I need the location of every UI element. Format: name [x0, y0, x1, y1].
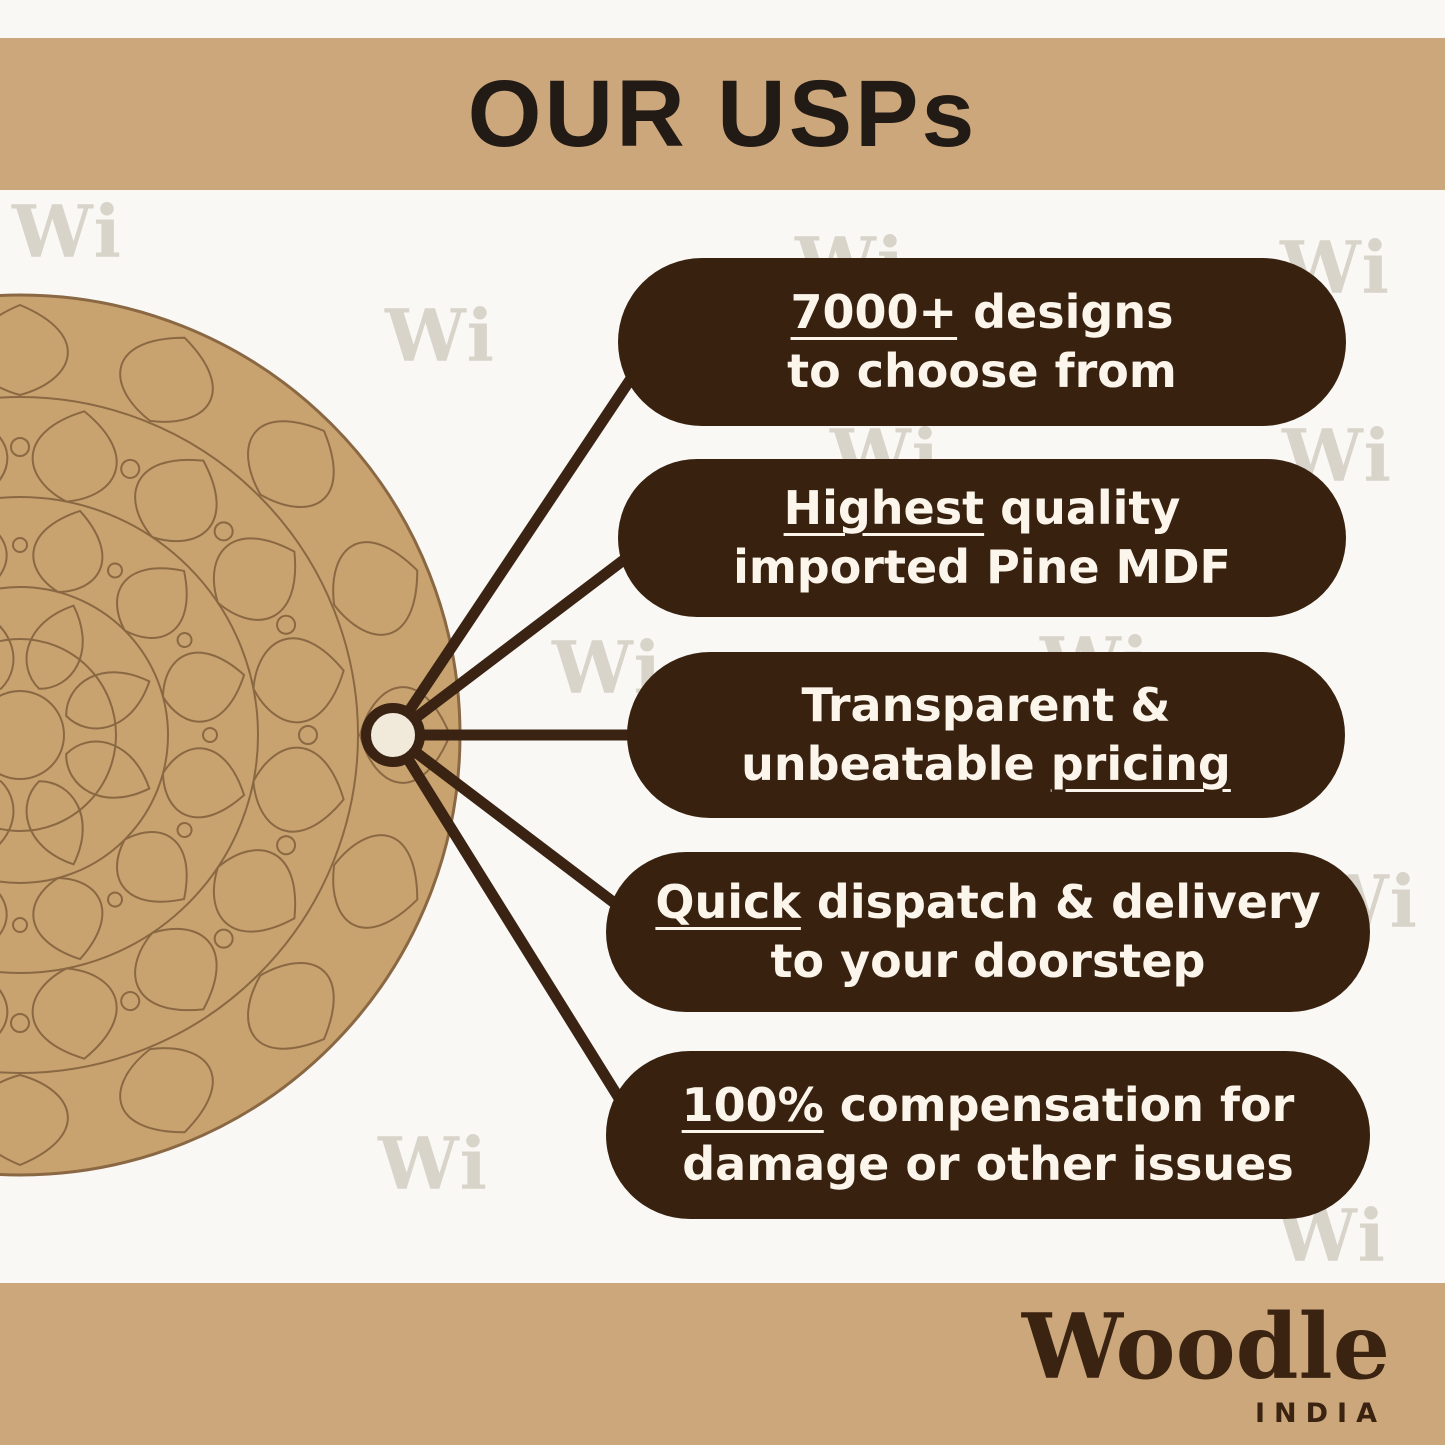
usp-text-underlined: 100% — [681, 1078, 824, 1133]
usp-pill-designs: 7000+ designs to choose from — [618, 258, 1346, 426]
usp-pill-dispatch: Quick dispatch & delivery to your doorst… — [606, 852, 1370, 1012]
usp-line: unbeatable pricing — [741, 735, 1231, 794]
connector-lines — [387, 344, 661, 1138]
usp-pill-pricing: Transparent & unbeatable pricing — [627, 652, 1345, 818]
usp-line: to your doorstep — [771, 932, 1206, 991]
usp-pill-compensation: 100% compensation for damage or other is… — [606, 1051, 1370, 1219]
brand-watermark: Wi — [12, 189, 123, 274]
usp-text-post: dispatch & delivery — [800, 875, 1321, 930]
usp-text-underlined: Quick — [655, 875, 801, 930]
header-band: OUR USPs — [0, 38, 1445, 190]
usp-line: 7000+ designs — [791, 283, 1174, 342]
usp-line: to choose from — [787, 342, 1177, 401]
page-title: OUR USPs — [467, 60, 978, 167]
usp-text-pre: unbeatable — [741, 737, 1051, 791]
usp-text-post: compensation for — [823, 1078, 1295, 1133]
usp-line: Highest quality — [784, 479, 1181, 538]
brand-watermark: Wi — [385, 293, 496, 378]
usp-text-pre: Transparent & — [801, 678, 1171, 733]
usp-line: Quick dispatch & delivery — [655, 873, 1320, 932]
usp-text-underlined: pricing — [1050, 737, 1231, 791]
usp-line: damage or other issues — [682, 1135, 1293, 1194]
usp-text-pre: imported Pine MDF — [733, 540, 1231, 594]
usp-text-pre: damage or other issues — [682, 1137, 1294, 1191]
usp-text-post: designs — [957, 285, 1174, 340]
brand-name: Woodle — [1021, 1294, 1390, 1400]
footer-band — [0, 1283, 1445, 1445]
usp-text-underlined: 7000+ — [790, 285, 958, 340]
hub-node — [361, 703, 425, 767]
usp-text-pre: to choose from — [787, 344, 1177, 398]
mandala-artwork — [0, 304, 451, 1166]
usp-text-post: quality — [984, 481, 1181, 536]
usp-text-pre: to your doorstep — [770, 934, 1206, 988]
usp-pill-quality: Highest quality imported Pine MDF — [618, 459, 1346, 617]
usp-line: 100% compensation for — [682, 1076, 1295, 1135]
usp-line: imported Pine MDF — [733, 538, 1231, 597]
brand-watermark: Wi — [378, 1121, 489, 1206]
usp-line: Transparent & — [802, 676, 1171, 735]
usp-text-underlined: Highest — [783, 481, 985, 536]
brand-country: INDIA — [1255, 1398, 1386, 1429]
woodle-logo: Woodle INDIA — [1022, 1302, 1390, 1429]
